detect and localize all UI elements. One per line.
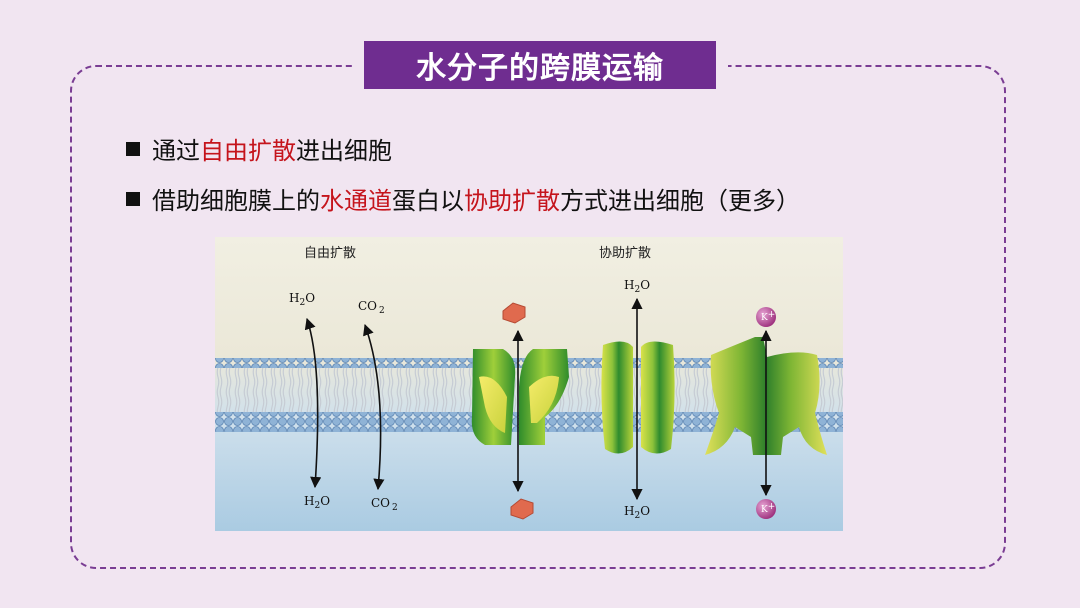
k-ion-top-label: K+ [761, 310, 775, 323]
bullet-text-highlight: 自由扩散 [200, 137, 296, 165]
bullet-text-part: 方式进出细胞（更多） [560, 187, 800, 215]
solute-molecule-top [502, 302, 526, 324]
label-facilitated-diffusion: 协助扩散 [599, 246, 651, 261]
bullet-text-part: 通过 [152, 137, 200, 165]
h2o-bottom-aquaporin: H2O [624, 504, 650, 521]
bullet-text-part: 蛋白以 [392, 187, 464, 215]
h2o-bottom-free: H2O [304, 494, 330, 511]
co2-arrow-free [363, 323, 385, 491]
bullet-text-highlight: 水通道 [320, 187, 392, 215]
solute-molecule-bottom [510, 498, 534, 520]
bullet-text-highlight: 协助扩散 [464, 187, 560, 215]
bullet-text-part: 借助细胞膜上的 [152, 187, 320, 215]
bullet-text-part: 进出细胞 [296, 137, 392, 165]
bullet-square-icon [126, 141, 140, 156]
k-ion-bottom-label: K+ [761, 502, 775, 515]
h2o-arrow-free [304, 317, 322, 489]
h2o-top-free: H2O [289, 291, 315, 308]
k-ion-bottom [756, 499, 776, 519]
bullet-square-icon [126, 191, 140, 206]
label-free-diffusion: 自由扩散 [304, 246, 356, 261]
page-title: 水分子的跨膜运输 [364, 41, 716, 89]
bullet-aquaporin: 借助细胞膜上的 水通道 蛋白以 协助扩散 方式进出细胞（更多） [126, 181, 800, 216]
bullet-free-diffusion: 通过 自由扩散 进出细胞 [126, 131, 392, 166]
h2o-top-aquaporin: H2O [624, 278, 650, 295]
carrier-protein [471, 349, 569, 445]
aquaporin-protein [601, 341, 675, 454]
k-ion-top [756, 307, 776, 327]
